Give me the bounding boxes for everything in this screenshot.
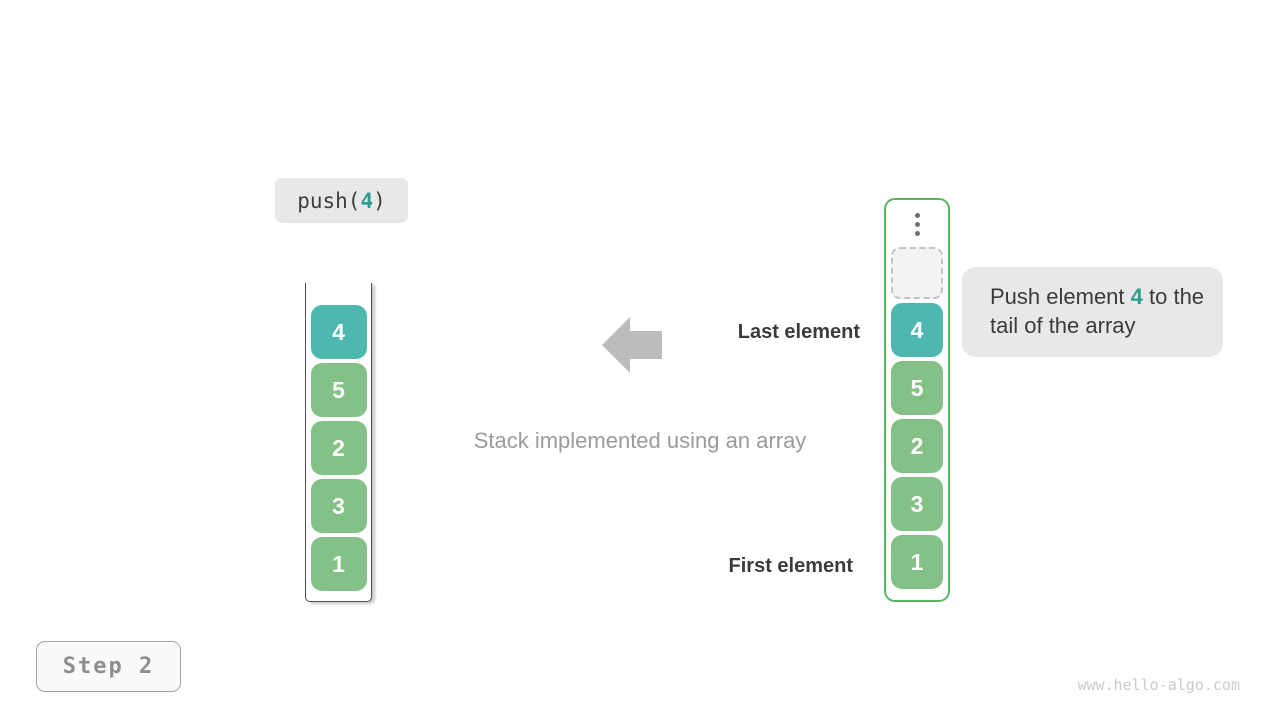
watermark-text: www.hello-algo.com — [1077, 676, 1240, 694]
stack-cell: 5 — [891, 361, 943, 415]
stack-cell: 2 — [891, 419, 943, 473]
vertical-ellipsis-icon — [914, 213, 920, 236]
stack-cell: 3 — [891, 477, 943, 531]
stack-cell: 4 — [891, 303, 943, 357]
step-badge: Step 2 — [36, 641, 181, 692]
ellipsis-dot — [914, 231, 920, 236]
callout-text-after: to the tail of the array — [990, 284, 1205, 338]
stack-cell: 4 — [310, 305, 367, 359]
left-arrow-icon — [602, 317, 662, 373]
last-element-label: Last element — [737, 321, 860, 343]
operation-value: 4 — [360, 188, 374, 213]
ellipsis-dot — [914, 222, 920, 227]
first-element-label: First element — [728, 555, 853, 577]
stack-cell: 2 — [310, 421, 367, 475]
ellipsis-dot — [914, 213, 920, 218]
diagram-caption: Stack implemented using an array — [473, 428, 807, 453]
stack-cell: 3 — [310, 479, 367, 533]
operation-suffix: ) — [373, 188, 386, 213]
callout-text-before: Push element — [990, 284, 1131, 309]
array-stack-after: 4 5 2 3 1 — [884, 198, 950, 602]
push-operation-label: push(4) — [275, 178, 408, 223]
operation-prefix: push( — [297, 188, 361, 213]
stack-cell: 5 — [310, 363, 367, 417]
array-stack-before: 4 5 2 3 1 — [305, 283, 372, 602]
stack-cell: 1 — [891, 535, 943, 589]
annotation-callout: Push element 4 to the tail of the array — [962, 267, 1223, 357]
empty-array-slot — [891, 247, 943, 299]
callout-value: 4 — [1130, 284, 1143, 309]
stack-cell: 1 — [310, 537, 367, 591]
step-badge-label: Step 2 — [62, 654, 155, 679]
